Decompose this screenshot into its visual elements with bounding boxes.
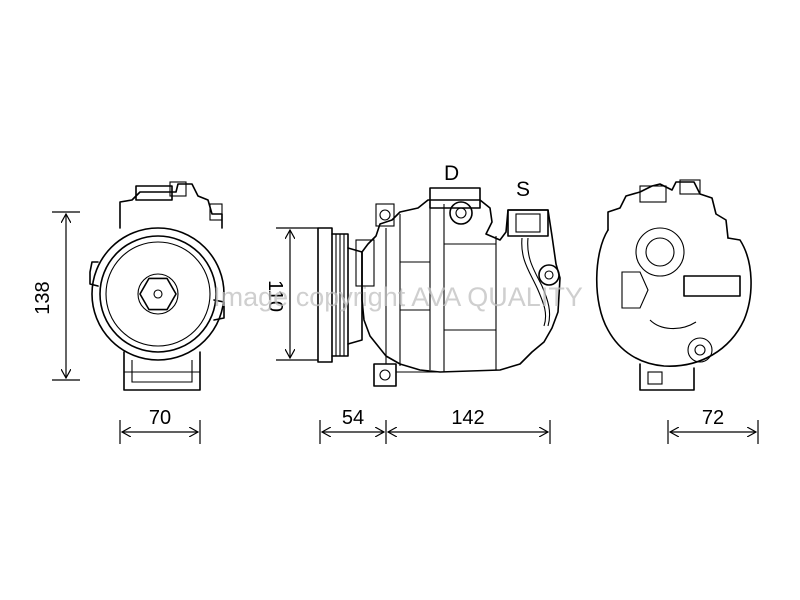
dim-label-rear-width: 72	[702, 407, 724, 429]
dim-label-clutch: 54	[342, 407, 364, 429]
front-view	[89, 181, 225, 391]
side-view	[317, 187, 561, 387]
dim-label-body: 142	[451, 407, 484, 429]
rear-view	[595, 179, 752, 391]
dimension-body: 142	[388, 407, 551, 444]
dimension-clutch: 54	[319, 407, 387, 444]
dimension-rear-width: 72	[667, 407, 759, 444]
dim-label-front-width: 70	[149, 407, 171, 429]
dimension-pulley: 110	[264, 227, 318, 361]
dim-label-height: 138	[32, 281, 54, 314]
dim-label-pulley: 110	[264, 280, 286, 312]
dimension-height: 138	[32, 211, 80, 381]
port-label-discharge: D	[444, 162, 459, 185]
watermark: Image copyright AVA QUALITY	[213, 282, 583, 312]
port-label-suction: S	[516, 178, 530, 201]
dimension-front-width: 70	[119, 407, 201, 444]
